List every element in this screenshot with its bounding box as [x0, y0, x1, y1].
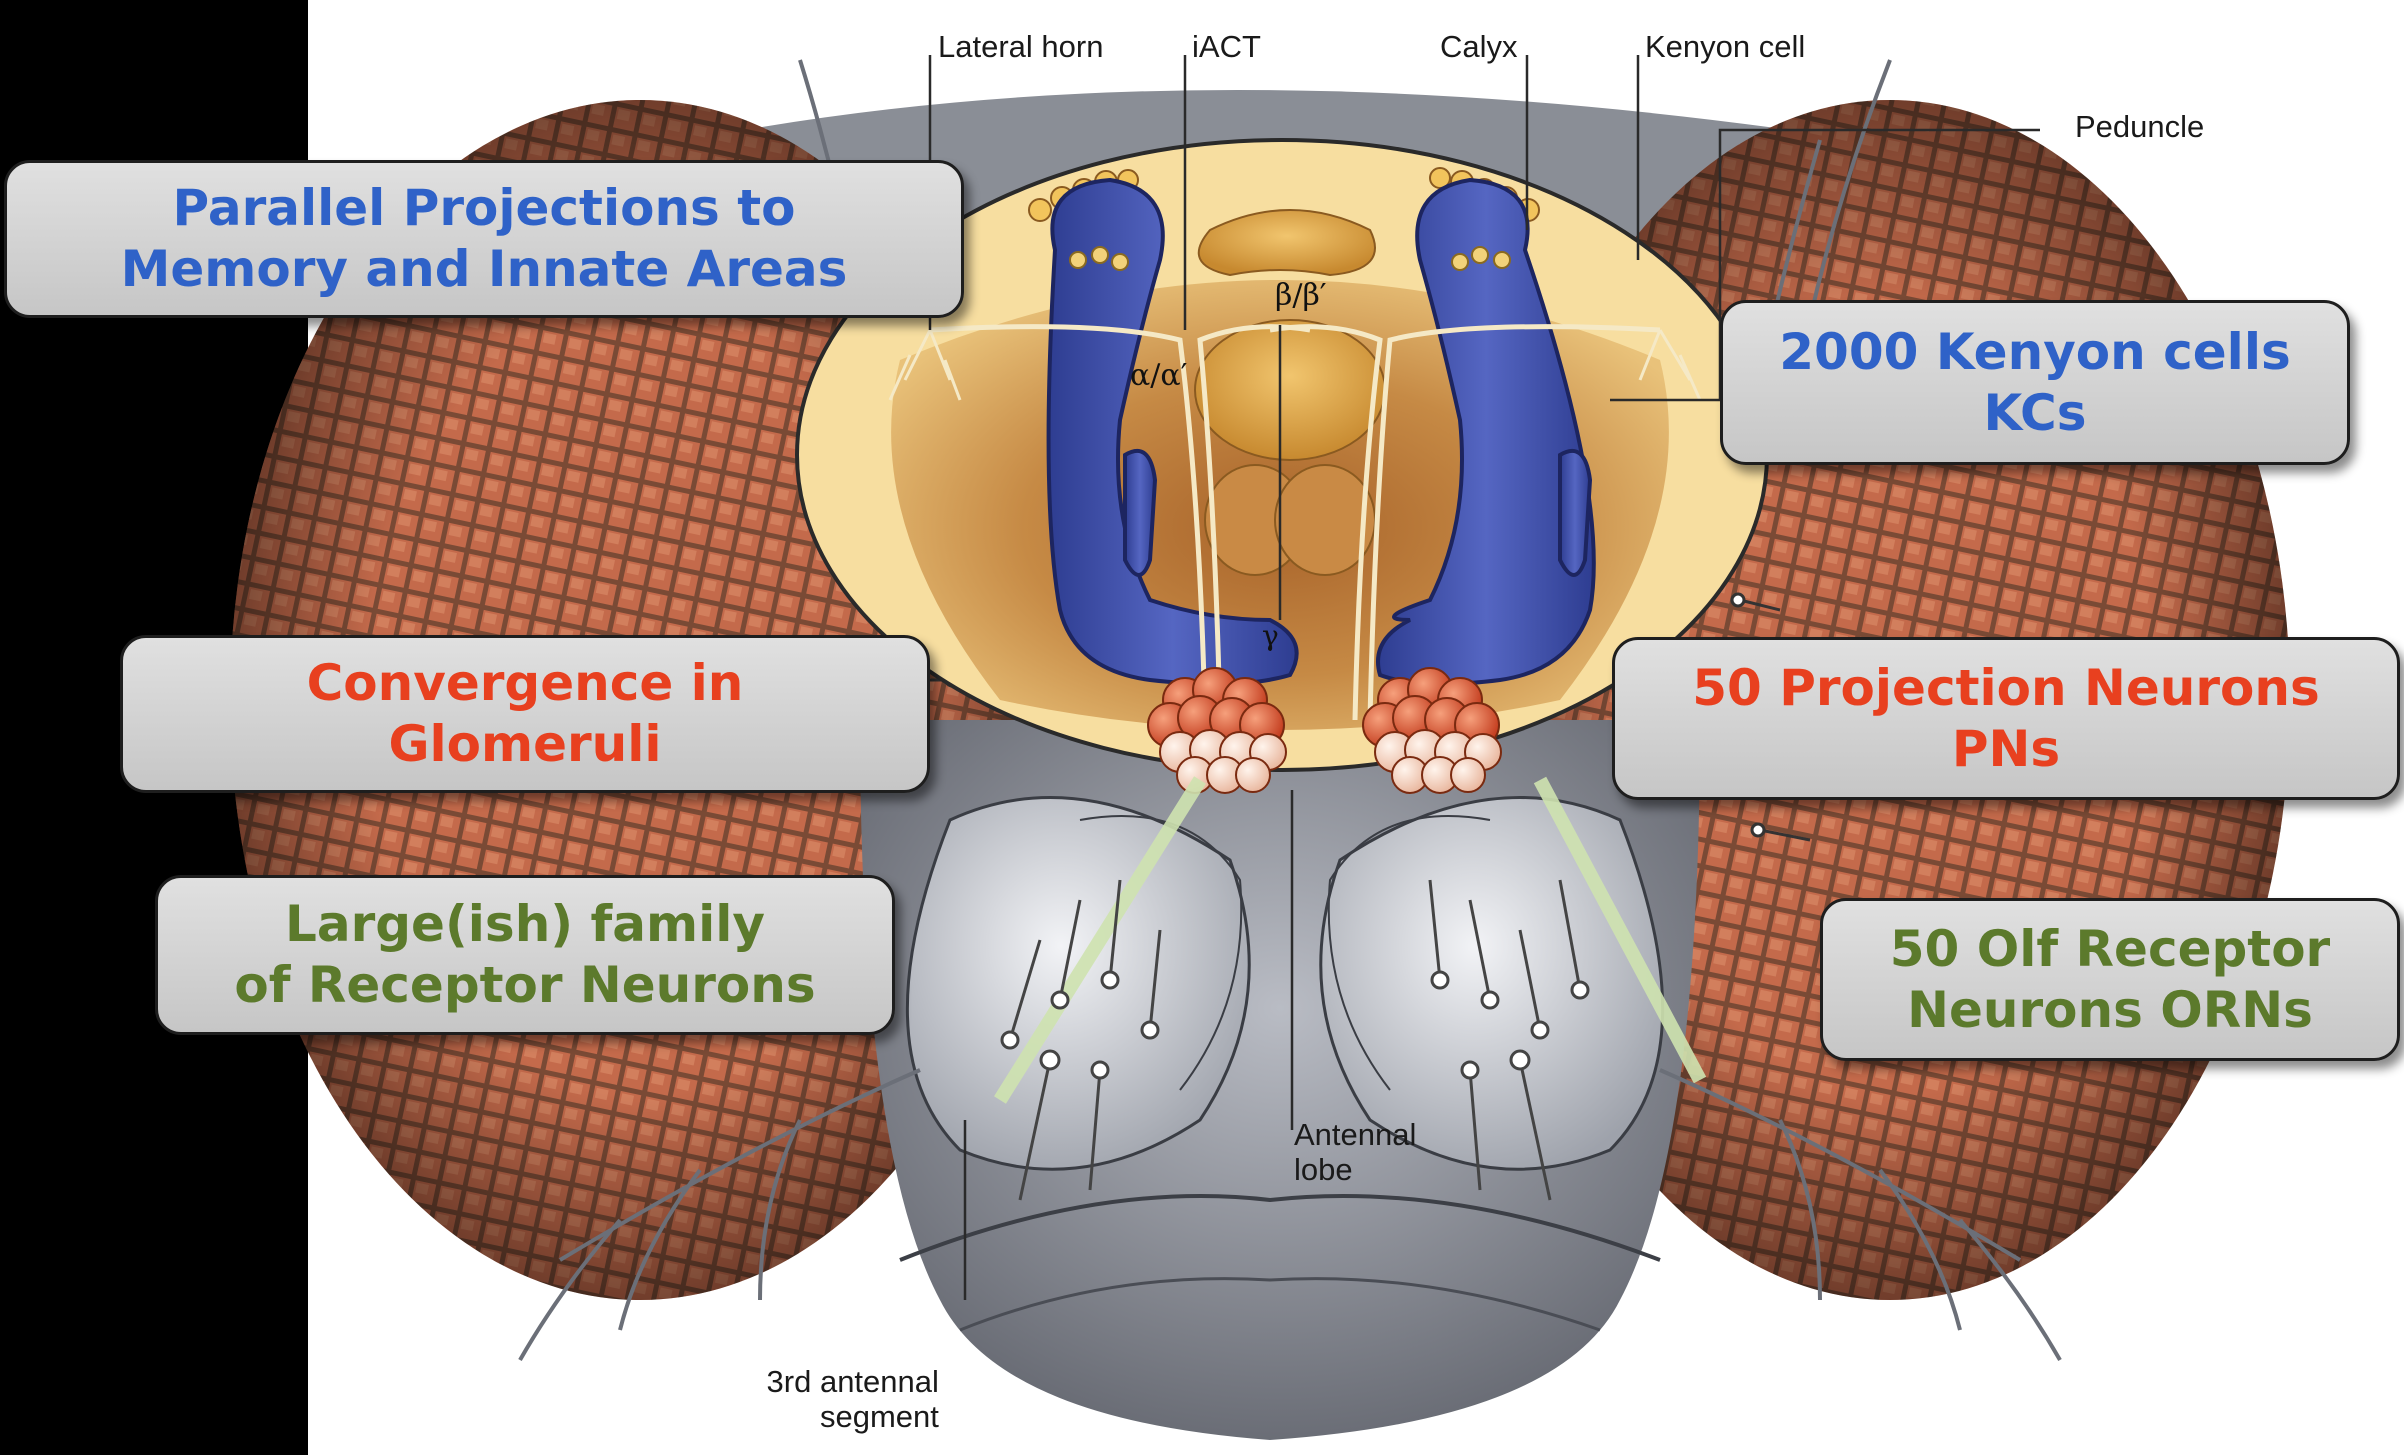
- third-segment-line2: segment: [760, 1400, 939, 1435]
- alpha-lobe-label: α/α′: [1130, 358, 1188, 393]
- beta-lobe-label: β/β′: [1275, 278, 1327, 313]
- callout-kenyon-line2: KCs: [1984, 383, 2087, 444]
- central-complex: [1195, 320, 1385, 460]
- callout-receptor-family-line2: of Receptor Neurons: [234, 955, 815, 1016]
- third-segment-line1: 3rd antennal: [760, 1365, 939, 1400]
- calyx-label: Calyx: [1440, 30, 1518, 65]
- gamma-lobe-label: γ: [1262, 619, 1279, 652]
- third-antennal-segment-label: 3rd antennal segment: [760, 1365, 939, 1434]
- kenyon-cell-label: Kenyon cell: [1645, 30, 1805, 65]
- callout-receptor-family: Large(ish) family of Receptor Neurons: [155, 875, 895, 1035]
- callout-parallel-line1: Parallel Projections to: [173, 178, 796, 239]
- peduncle-label: Peduncle: [2075, 110, 2204, 145]
- antennal-lobe-label: Antennal lobe: [1294, 1118, 1416, 1187]
- callout-olf-line2: Neurons ORNs: [1907, 980, 2313, 1041]
- lateral-horn-label: Lateral horn: [938, 30, 1103, 65]
- callout-projection-line2: PNs: [1952, 719, 2060, 780]
- callout-olf-line1: 50 Olf Receptor: [1890, 919, 2330, 980]
- callout-convergence-line2: Glomeruli: [388, 714, 661, 775]
- callout-convergence-glomeruli: Convergence in Glomeruli: [120, 635, 930, 793]
- callout-parallel-line2: Memory and Innate Areas: [121, 239, 848, 300]
- callout-convergence-line1: Convergence in: [307, 653, 744, 714]
- callout-kenyon-line1: 2000 Kenyon cells: [1779, 322, 2290, 383]
- callout-kenyon-cells: 2000 Kenyon cells KCs: [1720, 300, 2350, 465]
- callout-projection-neurons: 50 Projection Neurons PNs: [1612, 637, 2400, 800]
- callout-olf-receptor-neurons: 50 Olf Receptor Neurons ORNs: [1820, 898, 2400, 1061]
- callout-parallel-projections: Parallel Projections to Memory and Innat…: [4, 160, 964, 318]
- antennal-lobe-line1: Antennal: [1294, 1118, 1416, 1153]
- antennal-lobe-line2: lobe: [1294, 1153, 1416, 1188]
- iact-label: iACT: [1192, 30, 1261, 65]
- callout-receptor-family-line1: Large(ish) family: [285, 894, 765, 955]
- callout-projection-line1: 50 Projection Neurons: [1692, 658, 2319, 719]
